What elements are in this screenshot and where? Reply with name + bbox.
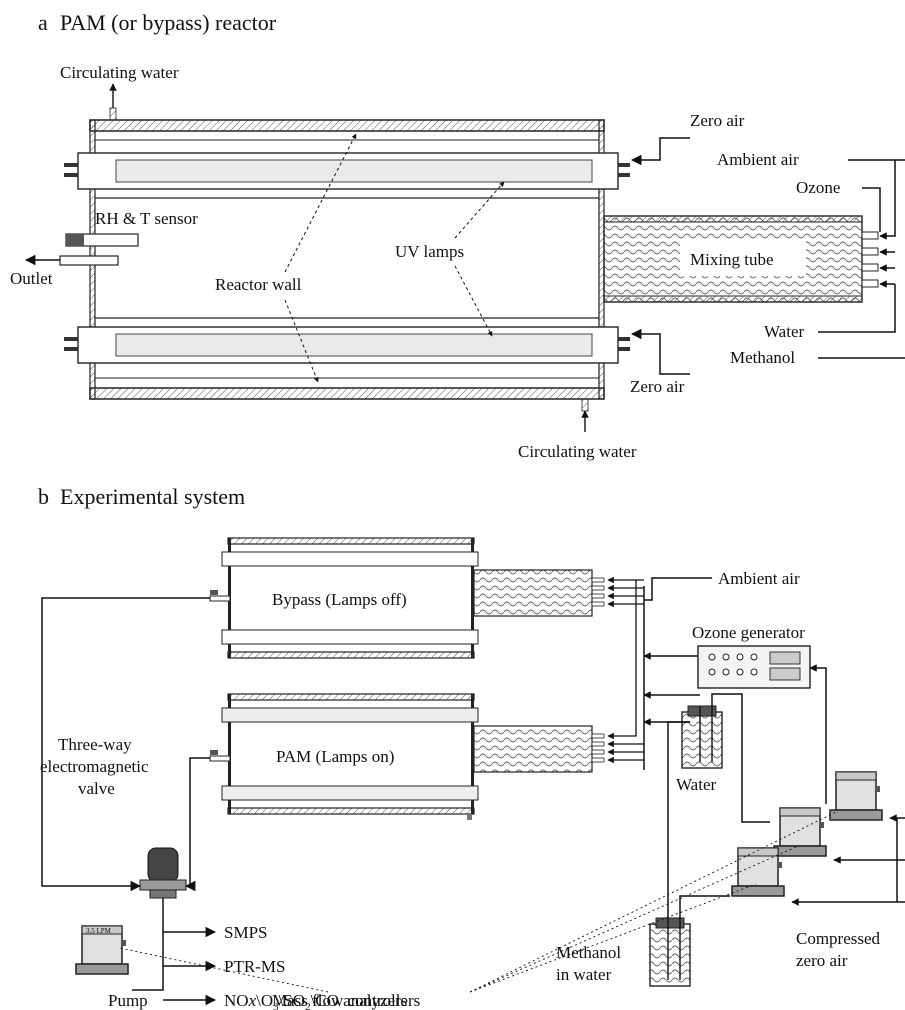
ozone-gen-mfc-line	[810, 668, 826, 804]
methanol-label: Methanol	[730, 348, 795, 367]
mfc-ozone	[830, 772, 882, 820]
three-way-label-1: Three-way	[58, 735, 132, 754]
methanol-mfc-line	[680, 896, 730, 918]
ozone-generator-label: Ozone generator	[692, 623, 805, 642]
uv-lamps-label: UV lamps	[395, 242, 464, 261]
reactor-wall-label: Reactor wall	[215, 275, 302, 294]
water-bottle	[682, 706, 722, 768]
compressed-label-1: Compressed	[796, 929, 881, 948]
three-way-label-2: electromagnetic	[40, 757, 149, 776]
pump-label: Pump	[108, 991, 148, 1010]
compressed-label-2: zero air	[796, 951, 848, 970]
bypass-label: Bypass (Lamps off)	[272, 590, 407, 609]
panel-a: a PAM (or bypass) reactor	[10, 10, 905, 461]
valve-output-line	[132, 898, 163, 990]
water-b-label: Water	[676, 775, 716, 794]
uv-lamps-leader-top	[455, 182, 504, 238]
panel-a-title: PAM (or bypass) reactor	[60, 10, 277, 35]
pam-reactor	[210, 694, 604, 820]
circulating-water-port-bottom	[582, 399, 588, 432]
circulating-water-top-label: Circulating water	[60, 63, 179, 82]
water-label: Water	[764, 322, 804, 341]
mfc-water	[774, 808, 826, 856]
svg-text:3.5 LPM: 3.5 LPM	[86, 927, 112, 935]
zero-air-bottom-line	[632, 334, 690, 374]
ambient-air-b-label: Ambient air	[718, 569, 800, 588]
bypass-reactor	[210, 538, 604, 658]
methanol-b-label-2: in water	[556, 965, 612, 984]
mixing-tube-label: Mixing tube	[690, 250, 774, 269]
smps-label: SMPS	[224, 923, 267, 942]
rh-t-sensor	[60, 234, 138, 265]
uv-lamp-top	[64, 153, 630, 189]
uv-lamps-leader-bottom	[455, 266, 492, 336]
pump-mfc: 3.5 LPM	[76, 926, 128, 974]
zero-air-top-line	[632, 138, 690, 160]
panel-b: b Experimental system Bypass (Lamps off)	[38, 484, 905, 1010]
pam-label: PAM (Lamps on)	[276, 747, 394, 766]
circulating-water-bottom-label: Circulating water	[518, 442, 637, 461]
uv-lamp-bottom	[64, 327, 630, 363]
three-way-label-3: valve	[78, 779, 115, 798]
zero-air-top-label: Zero air	[690, 111, 745, 130]
pam-to-valve-line	[186, 758, 210, 886]
panel-b-letter: b	[38, 484, 49, 509]
three-way-valve	[140, 848, 186, 898]
outlet-label: Outlet	[10, 269, 53, 288]
methanol-bottle	[650, 918, 690, 986]
mass-flow-controllers-label: Mass flow controllers	[272, 991, 420, 1010]
ozone-generator	[698, 646, 810, 688]
zero-air-bottom-label: Zero air	[630, 377, 685, 396]
panel-b-title: Experimental system	[60, 484, 245, 509]
ptr-ms-label: PTR-MS	[224, 957, 285, 976]
circulating-water-port-top	[110, 84, 116, 120]
panel-a-letter: a	[38, 10, 48, 35]
methanol-b-label-1: Methanol	[556, 943, 621, 962]
ambient-air-label: Ambient air	[717, 150, 799, 169]
rh-t-sensor-label: RH & T sensor	[95, 209, 198, 228]
ozone-label: Ozone	[796, 178, 840, 197]
